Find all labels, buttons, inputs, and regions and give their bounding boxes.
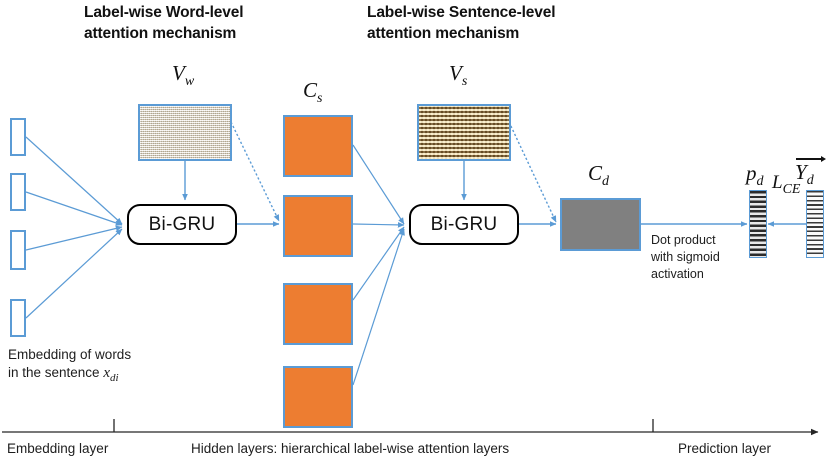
label-vs-base: V [449, 61, 462, 85]
label-cs-sub: s [317, 91, 323, 107]
label-cd-base: C [588, 161, 603, 185]
header-sentence-level-attention: Label-wise Sentence-level attention mech… [367, 4, 556, 42]
bi-gru-sentence-label: Bi-GRU [430, 213, 498, 235]
embedding-note-var-sub: di [110, 372, 119, 384]
embedding-to-gru-connectors [25, 136, 123, 319]
label-cs-base: C [303, 78, 318, 102]
label-cd: Cd [588, 161, 609, 190]
label-pd: pd [746, 161, 764, 190]
embedding-token-rect [10, 118, 26, 156]
embedding-note-var: x [103, 365, 110, 381]
yd-vector-arrowhead-icon [821, 156, 826, 162]
vw-to-cs-dashed-arrow [230, 121, 280, 222]
bi-gru-sentence-level: Bi-GRU [409, 204, 519, 245]
embedding-note: Embedding of words in the sentence xdi [8, 346, 131, 387]
yd-vector-overbar [796, 158, 822, 160]
embedding-token-rect [10, 299, 26, 337]
label-vs-sub: s [461, 74, 468, 90]
prediction-vector-pd [749, 190, 767, 258]
sentence-context-vector [283, 283, 353, 345]
axis-label-prediction-layer: Prediction layer [678, 441, 772, 456]
ground-truth-vector-yd [806, 190, 824, 258]
cs-to-sentence-gru-connectors [352, 144, 405, 386]
label-lce: LCE [772, 172, 800, 198]
label-vw-sub: w [184, 74, 195, 90]
label-pd-base: p [746, 161, 757, 185]
embedding-note-line1: Embedding of words [8, 347, 132, 362]
sentence-context-vector [283, 115, 353, 177]
document-context-vector-cd [560, 198, 641, 251]
header-word-level-attention: Label-wise Word-level attention mechanis… [84, 4, 244, 42]
sentence-context-vector [283, 366, 353, 428]
label-yd-base: Y [795, 160, 807, 184]
layer-axis [2, 419, 819, 436]
dot-product-note: Dot product with sigmoid activation [651, 233, 720, 281]
label-yd: Yd [795, 160, 814, 189]
label-vs: Vs [449, 61, 467, 90]
bi-gru-word-level: Bi-GRU [127, 204, 237, 245]
label-yd-sub: d [806, 173, 814, 189]
embedding-token-rect [10, 173, 26, 211]
label-cd-sub: d [602, 174, 610, 190]
label-pd-sub: d [756, 174, 764, 190]
label-vw-base: V [172, 61, 185, 85]
axis-label-embedding-layer: Embedding layer [7, 441, 109, 456]
label-lce-base: L [772, 172, 783, 193]
vs-to-cd-dashed-arrow [508, 121, 557, 223]
label-cs: Cs [303, 78, 322, 107]
bi-gru-word-label: Bi-GRU [148, 213, 216, 235]
embedding-token-rect [10, 230, 26, 270]
label-vw: Vw [172, 61, 194, 90]
embedding-note-line2: in the sentence [8, 365, 104, 380]
axis-label-hidden-layers: Hidden layers: hierarchical label-wise a… [191, 441, 510, 456]
word-attention-matrix-vw [138, 104, 232, 161]
label-lce-sub: CE [782, 181, 801, 197]
sentence-attention-matrix-vs [417, 104, 511, 161]
sentence-context-vector [283, 195, 353, 257]
